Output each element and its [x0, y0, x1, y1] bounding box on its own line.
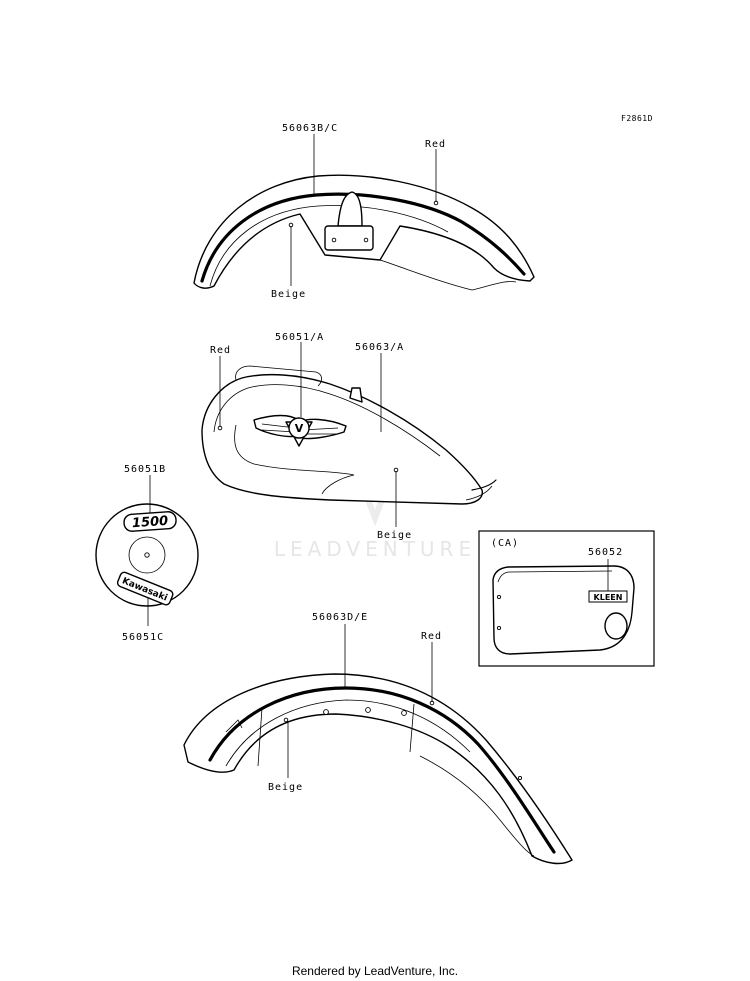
rear-fender — [183, 673, 573, 865]
tank-emblem-v: V — [295, 422, 304, 435]
ca-inset: (CA) KLEEN — [478, 530, 655, 667]
cover-displacement-emblem: 1500 — [132, 514, 169, 531]
tank-red-label: Red — [210, 345, 231, 356]
front-fender — [193, 174, 535, 291]
side-badge-emblem: KLEEN — [594, 593, 623, 602]
tank-emblem: V — [253, 414, 347, 447]
front-fender-red-label: Red — [425, 139, 446, 150]
rear-fender-red-label: Red — [421, 631, 442, 642]
tank-beige-label: Beige — [377, 530, 412, 541]
footer-credit: Rendered by LeadVenture, Inc. — [292, 964, 458, 978]
cover-top-part-label: 56051B — [124, 464, 166, 475]
rear-fender-beige-label: Beige — [268, 782, 303, 793]
tank-stripe-part-label: 56063/A — [355, 342, 404, 353]
tank-emblem-part-label: 56051/A — [275, 332, 324, 343]
ca-inset-label: (CA) — [491, 538, 519, 549]
front-fender-part-label: 56063B/C — [282, 123, 338, 134]
watermark-text: LEADVENTURE — [274, 537, 476, 561]
front-fender-beige-label: Beige — [271, 289, 306, 300]
round-cover: 1500 Kawasaki — [95, 503, 199, 607]
fuel-tank: V — [201, 365, 497, 505]
cover-bottom-part-label: 56051C — [122, 632, 164, 643]
figure-code: F2861D — [621, 114, 653, 123]
rear-fender-part-label: 56063D/E — [312, 612, 368, 623]
side-cover-part-label: 56052 — [588, 547, 623, 558]
